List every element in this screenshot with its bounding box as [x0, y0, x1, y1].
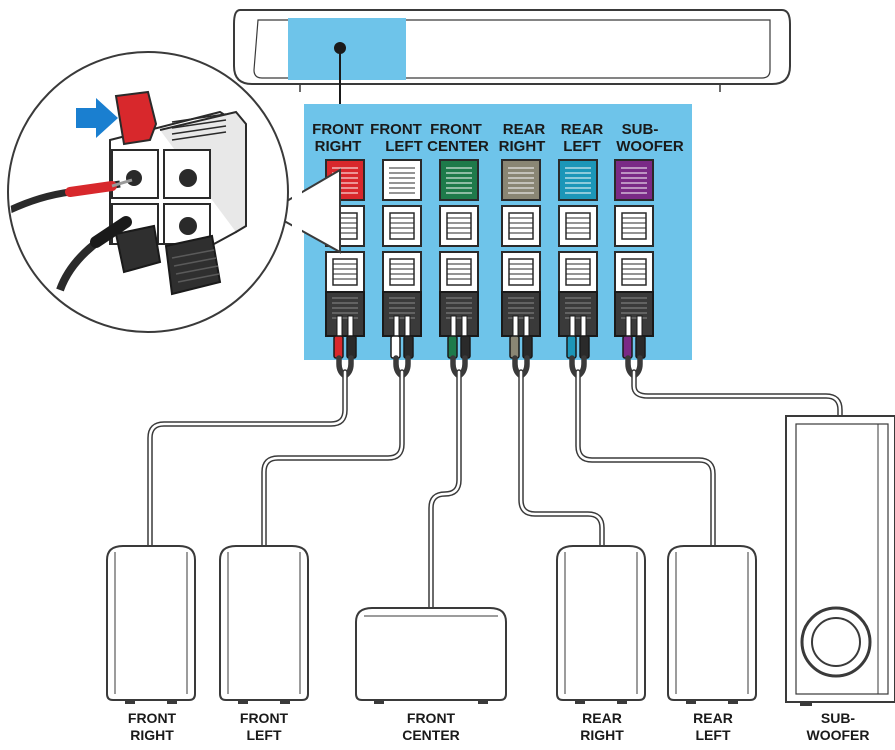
plug-front-center: [439, 291, 479, 337]
speaker-label-front-left-1: FRONT: [240, 710, 289, 726]
color-clip-subwoofer: [614, 159, 654, 201]
terminal-label-front-center-1: FRONT: [430, 121, 482, 138]
terminal-label-front-right-1: FRONT: [312, 121, 364, 138]
speaker-label-front-right-1: FRONT: [128, 710, 177, 726]
terminal-label-subwoofer-2: WOOFER: [616, 138, 684, 155]
positive-sleeve-rear-right: [509, 335, 520, 359]
terminal-label-front-center-2: CENTER: [427, 138, 489, 155]
terminal-label-rear-left-2: LEFT: [563, 138, 601, 155]
terminal-label-rear-right-1: REAR: [503, 121, 546, 138]
speaker-label-front-right-2: RIGHT: [130, 727, 174, 743]
plug-rear-left: [558, 291, 598, 337]
terminal-column-subwoofer: [614, 159, 654, 359]
positive-sleeve-front-left: [390, 335, 401, 359]
receiver-terminal-area: [288, 18, 406, 80]
speaker-label-rear-right-1: REAR: [582, 710, 622, 726]
plug-front-left: [382, 291, 422, 337]
speaker-front-left: [219, 545, 309, 704]
terminal-label-front-left-2: LEFT: [385, 138, 423, 155]
positive-sleeve-front-center: [447, 335, 458, 359]
positive-sleeve-front-right: [333, 335, 344, 359]
positive-sleeve-subwoofer: [622, 335, 633, 359]
terminal-label-subwoofer-1: SUB-: [622, 121, 659, 138]
plug-front-right: [325, 291, 365, 337]
speaker-subwoofer: [785, 415, 895, 706]
speaker-front-center: [355, 607, 507, 704]
speaker-rear-right: [556, 545, 646, 704]
speaker-label-front-center-2: CENTER: [402, 727, 460, 743]
color-clip-front-center: [439, 159, 479, 201]
speaker-labels: FRONT RIGHT FRONT LEFT FRONT CENTER REAR…: [128, 710, 870, 743]
terminal-labels: FRONT RIGHT FRONT LEFT FRONT CENTER REAR…: [312, 121, 684, 155]
receiver-unit: [233, 9, 791, 106]
terminal-label-rear-left-1: REAR: [561, 121, 604, 138]
negative-sleeve-rear-left: [579, 335, 590, 359]
cable-front-right: [147, 355, 354, 551]
terminal-column-rear-right: [501, 159, 541, 359]
speaker-label-subwoofer-2: WOOFER: [807, 727, 870, 743]
speakers: [106, 415, 895, 706]
negative-sleeve-front-center: [460, 335, 471, 359]
speaker-label-front-left-2: LEFT: [247, 727, 282, 743]
cable-front-center: [428, 355, 468, 611]
cable-rear-left: [569, 355, 716, 551]
positive-sleeve-rear-left: [566, 335, 577, 359]
speaker-label-rear-right-2: RIGHT: [580, 727, 624, 743]
terminal-label-front-right-2: RIGHT: [315, 138, 362, 155]
speaker-front-right: [106, 545, 196, 704]
terminal-column-rear-left: [558, 159, 598, 359]
terminal-column-front-center: [439, 159, 479, 359]
push-arrow-icon: [76, 98, 118, 138]
terminal-column-front-left: [382, 159, 422, 359]
terminal-closeup-inset: [7, 51, 341, 333]
speaker-label-rear-left-1: REAR: [693, 710, 733, 726]
negative-sleeve-front-left: [403, 335, 414, 359]
cable-subwoofer: [625, 355, 843, 419]
cable-rear-right: [512, 355, 605, 551]
terminal-columns: [325, 159, 654, 359]
speaker-label-rear-left-2: LEFT: [696, 727, 731, 743]
plug-rear-right: [501, 291, 541, 337]
speaker-rear-left: [667, 545, 757, 704]
negative-sleeve-rear-right: [522, 335, 533, 359]
color-clip-rear-left: [558, 159, 598, 201]
cable-front-left: [261, 355, 411, 551]
speaker-label-subwoofer-1: SUB-: [821, 710, 856, 726]
color-clip-front-left: [382, 159, 422, 201]
color-clip-rear-right: [501, 159, 541, 201]
speaker-cables: [147, 355, 843, 611]
plug-subwoofer: [614, 291, 654, 337]
terminal-label-rear-right-2: RIGHT: [499, 138, 546, 155]
negative-sleeve-subwoofer: [635, 335, 646, 359]
terminal-label-front-left-1: FRONT: [370, 121, 422, 138]
speaker-label-front-center-1: FRONT: [407, 710, 456, 726]
negative-sleeve-front-right: [346, 335, 357, 359]
